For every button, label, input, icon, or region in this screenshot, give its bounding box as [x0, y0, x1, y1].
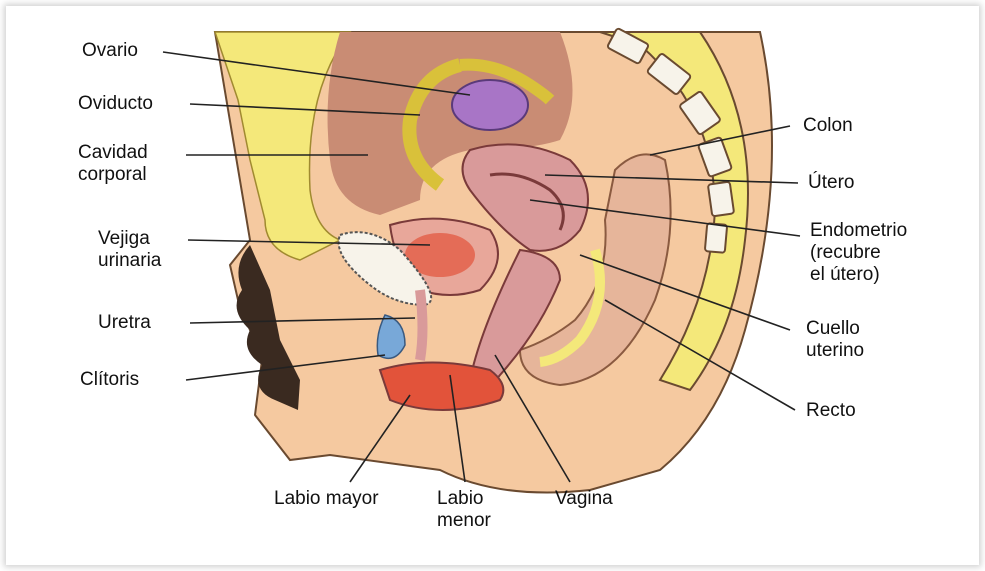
label-ovario: Ovario	[82, 40, 138, 62]
urethra	[420, 290, 423, 360]
label-cuello-uterino: Cuello uterino	[806, 318, 864, 362]
label-labio-mayor: Labio mayor	[274, 488, 379, 510]
label-clitoris: Clítoris	[80, 369, 139, 391]
label-uretra: Uretra	[98, 312, 151, 334]
label-endometrio: Endometrio (recubre el útero)	[810, 220, 907, 286]
label-labio-menor: Labio menor	[437, 488, 491, 532]
label-vagina: Vagina	[555, 488, 613, 510]
label-colon: Colon	[803, 115, 853, 137]
label-utero: Útero	[808, 172, 854, 194]
labia	[380, 363, 503, 411]
ovary	[452, 80, 528, 130]
label-vejiga-urinaria: Vejiga urinaria	[98, 228, 161, 272]
label-oviducto: Oviducto	[78, 93, 153, 115]
label-cavidad-corporal: Cavidad corporal	[78, 142, 148, 186]
label-recto: Recto	[806, 400, 856, 422]
